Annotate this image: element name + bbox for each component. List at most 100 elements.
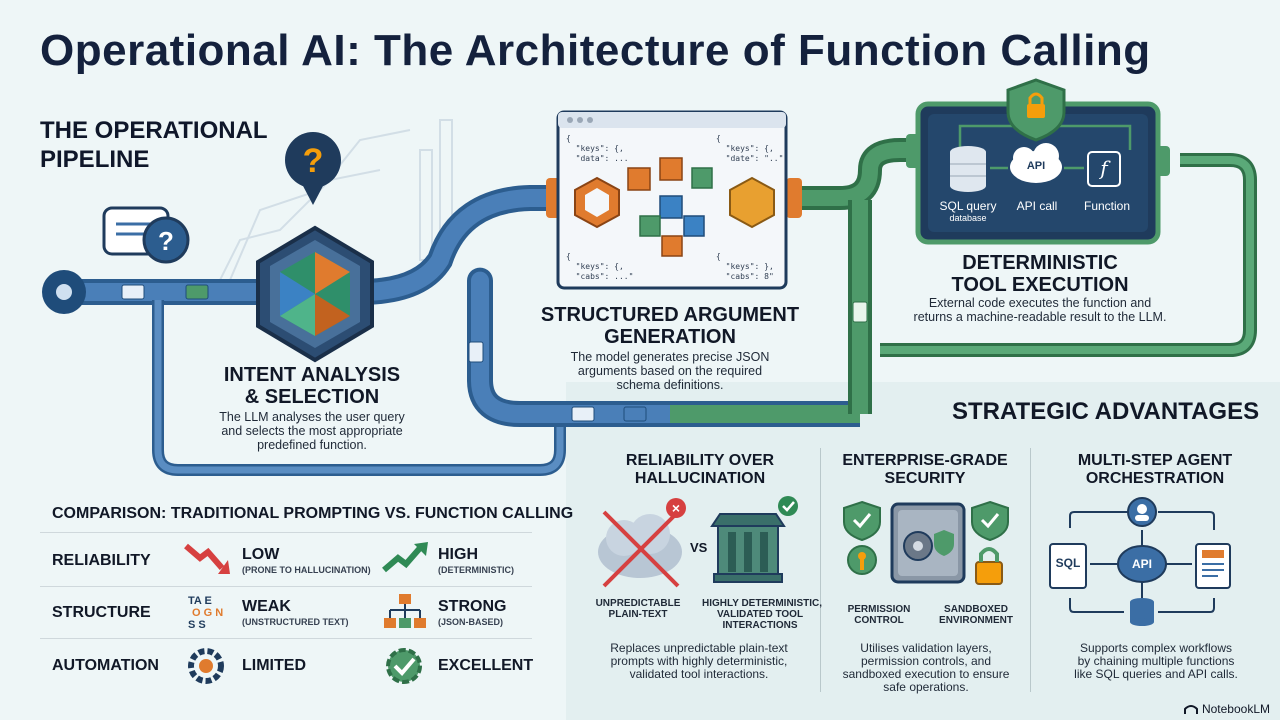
stage-1-desc-line: and selects the most appropriate [221,424,403,438]
comparison-divider [40,532,532,533]
comparison-row-label: STRUCTURE [52,604,151,621]
svg-text:TA E: TA E [188,595,212,607]
advantage-2-desc-line: Utilises validation layers, [860,641,992,655]
stage-1-desc: The LLM analyses the user query and sele… [200,410,424,452]
comparison-divider [40,638,532,639]
api-node-icon [1117,545,1167,583]
advantage-1-title-line: HALLUCINATION [634,470,766,487]
comparison-row-label: AUTOMATION [52,657,159,674]
advantage-3-title: MULTI-STEP AGENT ORCHESTRATION [1040,452,1270,488]
stage-3-title-line: DETERMINISTIC [962,252,1118,274]
fx-text: f [1100,156,1108,180]
trad-sub: (PRONE TO HALLUCINATION) [242,565,371,575]
sql-document-icon [1049,543,1087,589]
stage-2-title-line: STRUCTURED ARGUMENT [540,304,800,326]
tool-sub-sql: database [949,213,987,223]
pipe-chip-2 [185,284,209,300]
api-cloud-icon [1010,143,1062,183]
comparison-heading: COMPARISON: TRADITIONAL PROMPTING VS. FU… [52,505,574,522]
svg-text:×: × [672,500,680,516]
pipeline-heading: THE OPERATIONAL PIPELINE [40,116,268,174]
advantage-3-desc-line: like SQL queries and API calls. [1074,667,1238,681]
advantage-2-desc-line: safe operations. [883,680,969,694]
shield-check-icon [971,500,1009,542]
security-graphic [843,500,1009,585]
stage-2-desc: The model generates precise JSON argumen… [556,350,784,392]
database-icon [950,146,986,192]
sql-text: SQL [1055,556,1081,570]
stage-2-desc-line: schema definitions. [616,378,724,392]
advantage-3-desc-line: by chaining multiple functions [1077,654,1235,668]
advantage-2-title-line: ENTERPRISE-GRADE [842,452,1008,469]
report-document-icon [1195,543,1231,589]
fc-value: STRONG [438,598,507,615]
code-snippet-4: { "keys": }, "cabs": 8" [716,252,774,281]
intent-hex-gem [256,225,374,363]
comparison-divider [40,586,532,587]
pipe-chip-3 [571,406,595,422]
trad-sub: (UNSTRUCTURED TEXT) [242,617,349,627]
shield-check-icon [843,500,881,542]
comparison-row-label: RELIABILITY [52,552,151,569]
tool-label-sql: SQL query [939,199,997,213]
trad-value: LIMITED [242,657,306,674]
tool-label-function: Function [1083,199,1131,213]
blue-pipe-to-args [359,185,560,305]
advantage-1-title: RELIABILITY OVER HALLUCINATION [590,452,810,488]
stage-1-title-line: & SELECTION [244,386,380,408]
hierarchy-icon [384,594,426,628]
stage-2-title-line: GENERATION [604,326,736,348]
advantage-divider [820,448,821,692]
advantage-2-desc-line: permission controls, and [860,654,992,668]
fc-value: EXCELLENT [438,657,534,674]
check-gear-icon [386,648,422,684]
code-snippet-2: { "keys": {, "date": ".." [716,134,784,163]
args-screen [556,110,788,290]
caption-unpredictable: UNPREDICTABLE PLAIN-TEXT [595,598,681,620]
error-badge-icon [666,498,686,518]
reliability-graphic: × [598,496,798,588]
advantage-1-desc-line: validated tool interactions. [629,667,769,681]
caption-sandboxed: SANDBOXED ENVIRONMENT [939,604,1013,626]
up-trend-icon [382,542,428,573]
notebooklm-badge: NotebookLM [1183,702,1270,716]
advantage-3-desc: Supports complex workflows by chaining m… [1046,642,1266,681]
json-cubes-graphic [574,157,775,257]
page-title: Operational AI: The Architecture of Func… [40,26,1151,75]
svg-text:S S: S S [188,619,206,631]
orchestration-graphic [1049,497,1231,626]
stage-3-desc-line: External code executes the function and [928,296,1152,310]
chat-bubbles-icon: ? [102,206,190,264]
pipe-chip-1 [121,284,145,300]
stage-1-title-line: INTENT ANALYSIS [223,364,401,386]
advantages-heading: STRATEGIC ADVANTAGES [952,398,1260,425]
caption-deterministic: HIGHLY DETERMINISTIC, VALIDATED TOOL INT… [702,598,823,631]
pipeline-heading-line-1: THE OPERATIONAL [40,117,268,144]
advantage-2-desc: Utilises validation layers, permission c… [828,642,1024,694]
svg-text:?: ? [303,142,324,180]
stage-2-desc-line: arguments based on the required [577,364,763,378]
code-snippet-3: { "keys": {, "cabs": ..." [566,252,634,281]
advantage-1-desc-line: prompts with highly deterministic, [610,654,788,668]
code-snippet-1: { "keys": {, "data": ... [566,134,629,163]
trad-value: WEAK [242,598,291,615]
check-badge-icon [778,496,798,516]
fc-sub: (JSON-BASED) [438,617,504,627]
stage-3-title: DETERMINISTIC TOOL EXECUTION [940,252,1140,296]
padlock-icon [975,547,1003,585]
stage-3-desc: External code executes the function and … [890,296,1190,324]
pipeline-heading-line-2: PIPELINE [40,146,150,173]
trad-value: LOW [242,546,280,563]
stage-3-desc-line: returns a machine-readable result to the… [913,310,1167,324]
stage-2-desc-line: The model generates precise JSON [570,350,770,364]
validated-tool-icon [710,513,786,583]
tool-label-api: API call [1016,199,1058,213]
pipe-chip-5 [468,341,484,363]
api-node-text: API [1131,557,1152,571]
fc-sub: (DETERMINISTIC) [438,565,514,575]
agent-gear-icon [1127,497,1157,527]
notebooklm-label: NotebookLM [1201,702,1270,716]
background-graph-lines [209,119,453,301]
shield-lock-icon [1006,78,1066,142]
